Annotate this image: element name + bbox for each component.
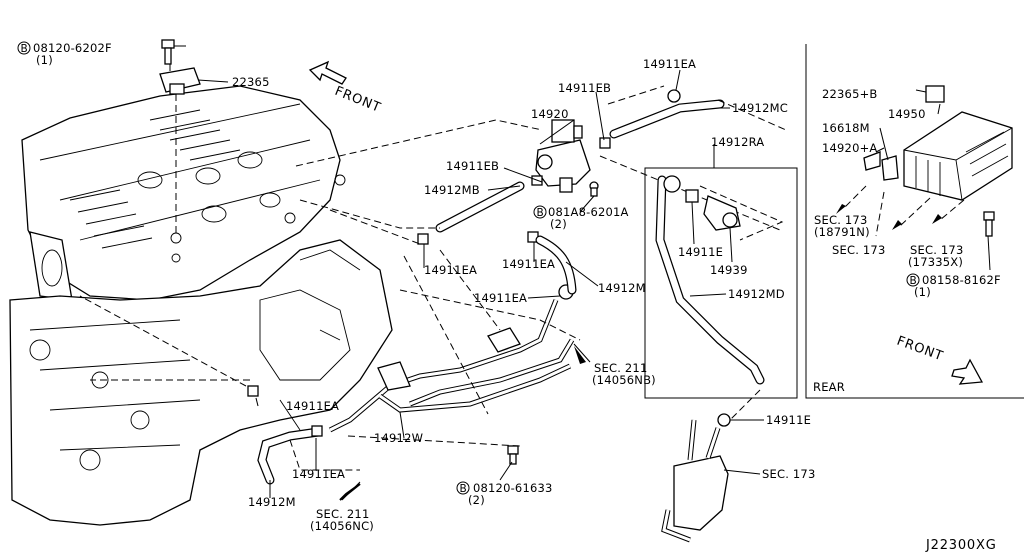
label-14912W[interactable]: 14912W <box>374 431 423 445</box>
box-14912RA <box>644 144 798 399</box>
bolt-symbol-top: B <box>21 43 28 55</box>
front-arrow-main: FRONT <box>308 60 384 116</box>
label-14911EA-top[interactable]: 14911EA <box>643 57 696 71</box>
label-sec173-d[interactable]: SEC. 173 <box>910 243 963 257</box>
hose-14912M-lower[interactable] <box>257 427 323 485</box>
label-sec211-b[interactable]: SEC. 211 <box>316 507 369 521</box>
label-14911EB-mid[interactable]: 14911EB <box>446 159 499 173</box>
canister-14950[interactable] <box>903 111 1013 201</box>
label-14911EA-e[interactable]: 14911EA <box>292 467 345 481</box>
label-14912MC[interactable]: 14912MC <box>732 101 788 115</box>
label-14911E-b[interactable]: 14911E <box>766 413 811 427</box>
label-14920A[interactable]: 14920+A <box>822 141 878 155</box>
bolt-08120-6202F[interactable] <box>161 39 175 65</box>
front-label-main: FRONT <box>333 84 384 116</box>
label-bolt-mid-qty: (2) <box>550 217 567 231</box>
bracket-16618M[interactable] <box>863 151 881 171</box>
engine-illustration <box>9 85 393 526</box>
front-label-rear: FRONT <box>895 334 946 365</box>
bolt-081A8-6201A[interactable] <box>589 181 599 197</box>
diagram-code: J22300XG <box>925 538 997 553</box>
label-14911EB-top[interactable]: 14911EB <box>558 81 611 95</box>
label-22365[interactable]: 22365 <box>232 75 270 89</box>
clip-14911EA-d[interactable] <box>247 385 259 397</box>
sensor-22365[interactable] <box>159 67 201 95</box>
label-sec173-d-code: (17335X) <box>908 255 963 269</box>
clip-14911EA-e[interactable] <box>311 425 323 437</box>
label-14911EA-d[interactable]: 14911EA <box>286 399 339 413</box>
callout-labels: 08120-6202F (1) 22365 14911EA 14911EB 14… <box>33 41 1001 553</box>
arrow-sec211-b-icon <box>339 483 361 501</box>
hose-14912MD[interactable] <box>655 175 765 385</box>
label-14912M-a[interactable]: 14912M <box>598 281 646 295</box>
clip-14911EA-a[interactable] <box>417 233 429 245</box>
label-bolt-rear-qty: (1) <box>914 285 931 299</box>
label-sec211-b-code: (14056NC) <box>310 519 374 533</box>
label-sec173-c[interactable]: SEC. 173 <box>832 243 885 257</box>
rear-label: REAR <box>813 380 845 394</box>
bolt-08120-61633[interactable] <box>507 445 519 465</box>
label-14911EA-c[interactable]: 14911EA <box>474 291 527 305</box>
tube-14912W[interactable] <box>328 299 575 433</box>
valve-14920A[interactable] <box>881 155 899 181</box>
label-bolt-top[interactable]: 08120-6202F <box>33 41 112 55</box>
label-22365B[interactable]: 22365+B <box>822 87 878 101</box>
label-14911EA-a[interactable]: 14911EA <box>424 263 477 277</box>
label-14911E-a[interactable]: 14911E <box>678 245 723 259</box>
bolt-08158-8162F[interactable] <box>983 211 995 237</box>
hose-14912MC[interactable] <box>609 99 725 139</box>
label-sec173-b-code: (18791N) <box>814 225 870 239</box>
bolt-symbol-low: B <box>460 483 467 495</box>
label-14912M-b[interactable]: 14912M <box>248 495 296 509</box>
label-14912RA[interactable]: 14912RA <box>711 135 764 149</box>
clip-14911EA-top[interactable] <box>667 89 681 103</box>
valve-14920[interactable] <box>535 119 591 193</box>
bolt-symbol-rear: B <box>910 275 917 287</box>
arrow-sec211-a-icon <box>574 346 586 364</box>
front-arrow-rear: FRONT <box>895 334 984 385</box>
label-sec211-a-code: (14056NB) <box>592 373 656 387</box>
label-bolt-low[interactable]: 08120-61633 <box>473 481 553 495</box>
label-sec173-a[interactable]: SEC. 173 <box>762 467 815 481</box>
clip-14911EB-top[interactable] <box>599 137 611 149</box>
label-14912MB[interactable]: 14912MB <box>424 183 480 197</box>
sensor-22365B[interactable] <box>925 85 945 103</box>
rear-section: FRONT REAR <box>805 44 1024 399</box>
label-16618M[interactable]: 16618M <box>822 121 870 135</box>
label-bolt-top-qty: (1) <box>36 53 53 67</box>
hose-14912M-upper[interactable] <box>535 235 577 295</box>
label-14911EA-b[interactable]: 14911EA <box>502 257 555 271</box>
canister-sec173[interactable] <box>661 413 731 543</box>
part-14939[interactable] <box>703 195 741 231</box>
bolt-symbol-mid: B <box>537 207 544 219</box>
label-bolt-rear[interactable]: 08158-8162F <box>922 273 1001 287</box>
clip-14911E-a[interactable] <box>685 189 699 203</box>
label-bolt-low-qty: (2) <box>468 493 485 507</box>
label-sec173-b[interactable]: SEC. 173 <box>814 213 867 227</box>
label-14939[interactable]: 14939 <box>710 263 748 277</box>
label-14912MD[interactable]: 14912MD <box>728 287 785 301</box>
label-14950[interactable]: 14950 <box>888 107 926 121</box>
label-bolt-mid[interactable]: 081A8-6201A <box>548 205 629 219</box>
label-14920[interactable]: 14920 <box>531 107 569 121</box>
hose-14912MB[interactable] <box>435 181 525 233</box>
label-sec211-a[interactable]: SEC. 211 <box>594 361 647 375</box>
